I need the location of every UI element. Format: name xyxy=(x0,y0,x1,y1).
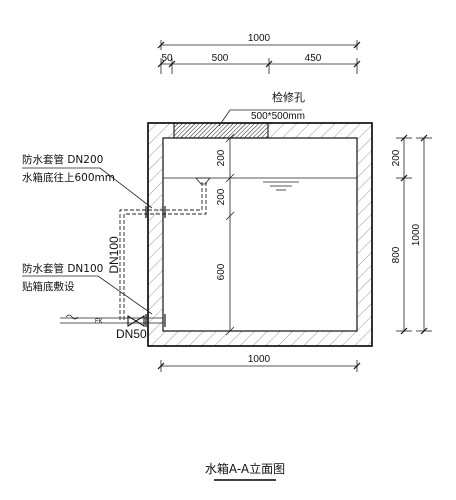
inner-dimension-line xyxy=(225,133,235,336)
top-dim-1000: 1000 xyxy=(248,33,271,44)
drawing-title: 水箱A-A立面图 xyxy=(205,461,285,476)
inner-dim-200-mid: 200 xyxy=(216,188,227,205)
top-dim-450: 450 xyxy=(305,53,322,64)
right-dimension-chains xyxy=(396,134,432,335)
tank-walls xyxy=(147,122,373,347)
leader-lines xyxy=(22,109,302,315)
overflow-pipe xyxy=(60,177,211,327)
pipe-dn100-label: DN100 xyxy=(107,236,121,274)
upper-sleeve-label-1: 防水套管 DN200 xyxy=(22,153,103,166)
pipe-code-fk: FK xyxy=(95,319,103,325)
water-level xyxy=(163,177,357,191)
inner-dim-200-top: 200 xyxy=(216,149,227,166)
top-dimension-chain xyxy=(157,40,361,74)
pipe-dn50-label: DN50 xyxy=(116,327,147,341)
top-dim-50: 50 xyxy=(161,53,173,64)
upper-sleeve-label-2: 水箱底往上600mm xyxy=(22,171,115,184)
lower-sleeve-label-1: 防水套管 DN100 xyxy=(22,262,103,275)
right-dim-800: 800 xyxy=(391,246,402,263)
lower-sleeve-label-2: 贴箱底敷设 xyxy=(22,280,75,293)
bottom-dim-1000: 1000 xyxy=(248,354,271,365)
manhole-label: 检修孔 xyxy=(272,90,305,104)
manhole-size: 500*500mm xyxy=(251,111,305,122)
right-dim-1000: 1000 xyxy=(411,223,422,246)
bottom-dimension xyxy=(157,360,361,372)
inner-dim-600: 600 xyxy=(216,263,227,280)
right-dim-200: 200 xyxy=(391,149,402,166)
top-dim-500: 500 xyxy=(212,53,229,64)
manhole-opening xyxy=(173,122,269,139)
